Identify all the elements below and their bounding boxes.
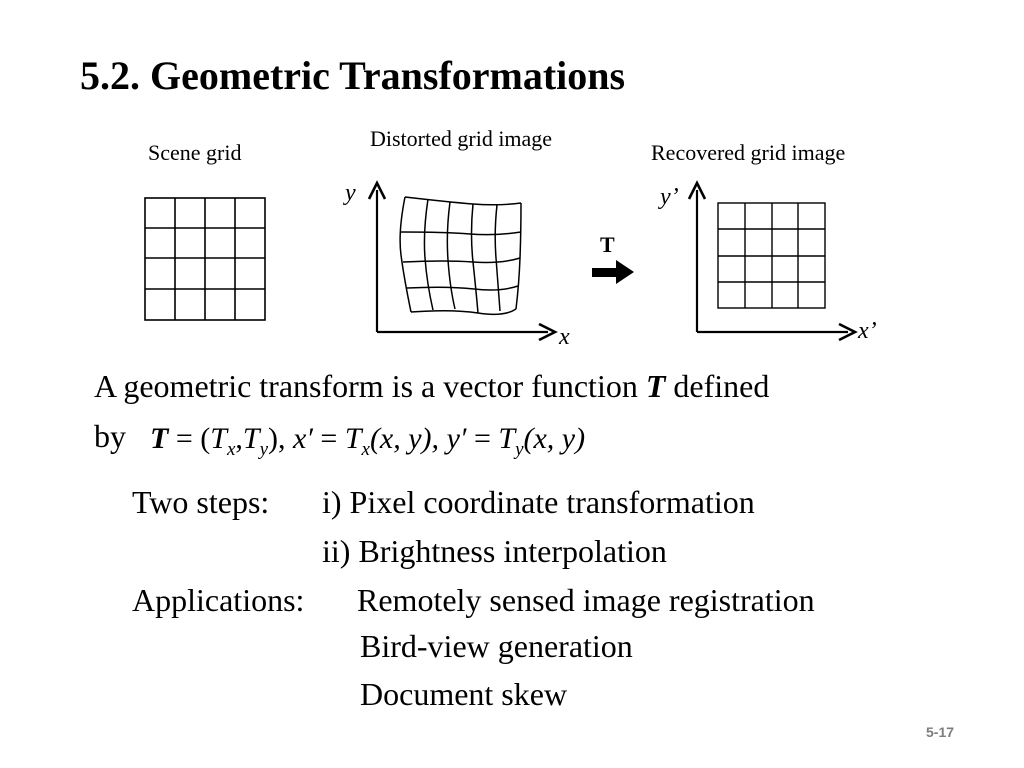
formula-part: T [242, 422, 260, 455]
distorted-axis-x-label: x [558, 324, 570, 350]
formula-part: T [210, 422, 227, 455]
distorted-grid-caption: Distorted grid image [370, 126, 553, 151]
application-1: Remotely sensed image registration [357, 582, 815, 618]
formula-part: y′ [446, 422, 467, 455]
intro-symbol: T [645, 368, 666, 404]
intro-prefix: A geometric transform is a vector functi… [94, 368, 646, 404]
formula-part: y [259, 439, 268, 460]
application-3: Document skew [360, 676, 568, 712]
intro-line-2: by [94, 418, 126, 454]
distorted-grid [399, 196, 522, 316]
transform-formula: T = (Tx,Ty), x′ = Tx(x, y), y′ = Ty(x, y… [150, 422, 585, 461]
slide-title: 5.2. Geometric Transformations [80, 53, 626, 98]
formula-part: x′ [293, 422, 313, 455]
formula-part: = ( [168, 422, 211, 455]
page-number: 5-17 [926, 724, 955, 740]
scene-grid [144, 197, 266, 321]
intro-line-1: A geometric transform is a vector functi… [94, 368, 769, 405]
formula-part: y [515, 439, 524, 460]
recovered-axis-x-label: x’ [857, 318, 877, 344]
formula-part: (x, y), [369, 422, 447, 455]
formula-part: T [344, 422, 362, 455]
recovered-grid-caption: Recovered grid image [651, 140, 846, 165]
formula-T: T [150, 422, 169, 455]
formula-part: = [466, 422, 499, 455]
recovered-grid [717, 202, 826, 309]
step-1: i) Pixel coordinate transformation [322, 484, 755, 520]
formula-part: x [361, 439, 370, 460]
transform-arrow [592, 260, 634, 284]
application-2: Bird-view generation [360, 628, 633, 664]
formula-part: x [226, 439, 236, 460]
formula-part: ), [268, 422, 293, 455]
formula-part: (x, y) [523, 422, 586, 455]
distorted-axes [367, 180, 558, 342]
step-2: ii) Brightness interpolation [322, 533, 667, 569]
formula-part: T [498, 422, 516, 455]
scene-grid-caption: Scene grid [148, 140, 242, 165]
applications-label: Applications: [132, 582, 305, 618]
recovered-axis-y-label: y’ [658, 184, 679, 210]
intro-suffix: defined [665, 368, 770, 404]
transform-figure: y x T y’ x’ [144, 180, 877, 350]
formula-part: , [235, 422, 243, 455]
distorted-axis-y-label: y [343, 180, 356, 206]
formula-part: = [312, 422, 345, 455]
recovered-axes [687, 180, 858, 342]
transform-label: T [600, 232, 615, 257]
steps-label: Two steps: [132, 484, 270, 520]
